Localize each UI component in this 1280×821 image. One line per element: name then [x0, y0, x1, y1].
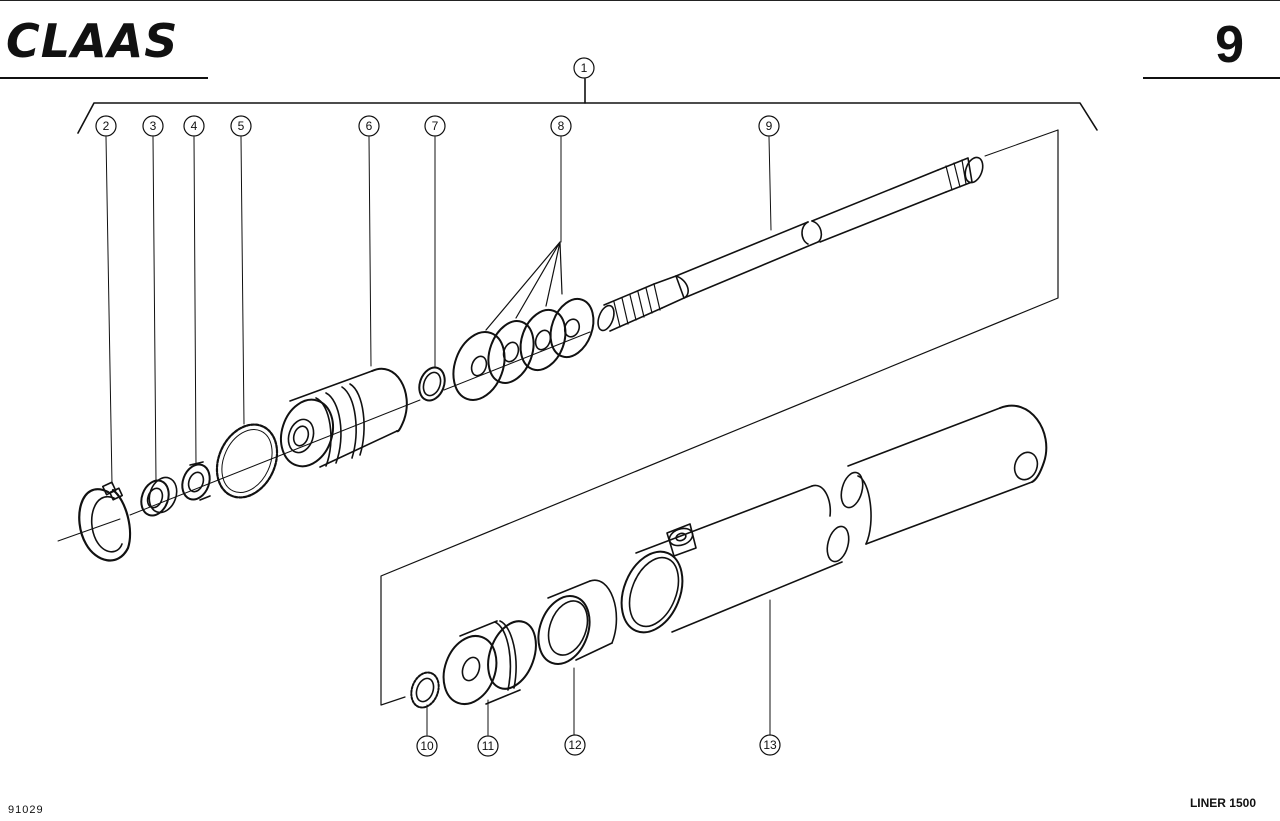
- callout-9-label: 9: [766, 119, 773, 133]
- callout-7-label: 7: [432, 119, 439, 133]
- callout-6-label: 6: [366, 119, 373, 133]
- header-rule-right: [1143, 77, 1280, 79]
- callout-10: 10: [416, 735, 438, 757]
- callout-9: 9: [758, 115, 780, 137]
- claas-logo: CLAAS: [6, 18, 216, 64]
- snap-ring: [418, 366, 446, 402]
- callout-1-label: 1: [581, 61, 588, 75]
- callout-8-label: 8: [558, 119, 565, 133]
- assembly-link-bracket: [380, 129, 1059, 706]
- upper-centerline: [57, 129, 1059, 542]
- callout-5-label: 5: [238, 119, 245, 133]
- callout-2: 2: [95, 115, 117, 137]
- cylinder-head: [280, 367, 408, 468]
- leader-lines: [105, 136, 772, 736]
- callout-11: 11: [477, 735, 499, 757]
- callout-6: 6: [358, 115, 380, 137]
- callout-1: 1: [573, 57, 595, 79]
- callout-7: 7: [424, 115, 446, 137]
- piston: [442, 620, 537, 705]
- assembly-bracket: [77, 78, 1098, 134]
- piston-seal-set: [452, 241, 595, 401]
- brand-wordmark: CLAAS: [6, 14, 179, 68]
- callout-10-label: 10: [420, 739, 434, 753]
- callout-12-label: 12: [568, 738, 582, 752]
- callout-4-label: 4: [191, 119, 198, 133]
- top-border-line: [0, 0, 1280, 1]
- callout-8: 8: [550, 115, 572, 137]
- callout-4: 4: [183, 115, 205, 137]
- circlip: [78, 481, 132, 562]
- callout-bubbles: 1 2 3 4 5 6 7 8 9 10 11 12 13: [95, 57, 781, 757]
- header-rule-left: [0, 77, 208, 79]
- callout-3: 3: [142, 115, 164, 137]
- o-ring: [215, 423, 279, 499]
- guide-ring: [537, 579, 618, 665]
- callout-11-label: 11: [482, 739, 495, 753]
- guide-bushing: [181, 461, 211, 501]
- callout-5: 5: [230, 115, 252, 137]
- lock-washer: [410, 671, 440, 709]
- wiper-seal: [140, 476, 178, 517]
- callout-13-label: 13: [763, 738, 777, 752]
- page-number: 9: [1215, 16, 1244, 74]
- drawing-number: 91029: [8, 804, 44, 816]
- callout-12: 12: [564, 734, 586, 756]
- callout-13: 13: [759, 734, 781, 756]
- cylinder-tube: [620, 404, 1048, 634]
- callout-3-label: 3: [150, 119, 157, 133]
- model-name: LINER 1500: [1189, 796, 1256, 810]
- piston-rod: [597, 156, 984, 332]
- callout-2-label: 2: [103, 119, 110, 133]
